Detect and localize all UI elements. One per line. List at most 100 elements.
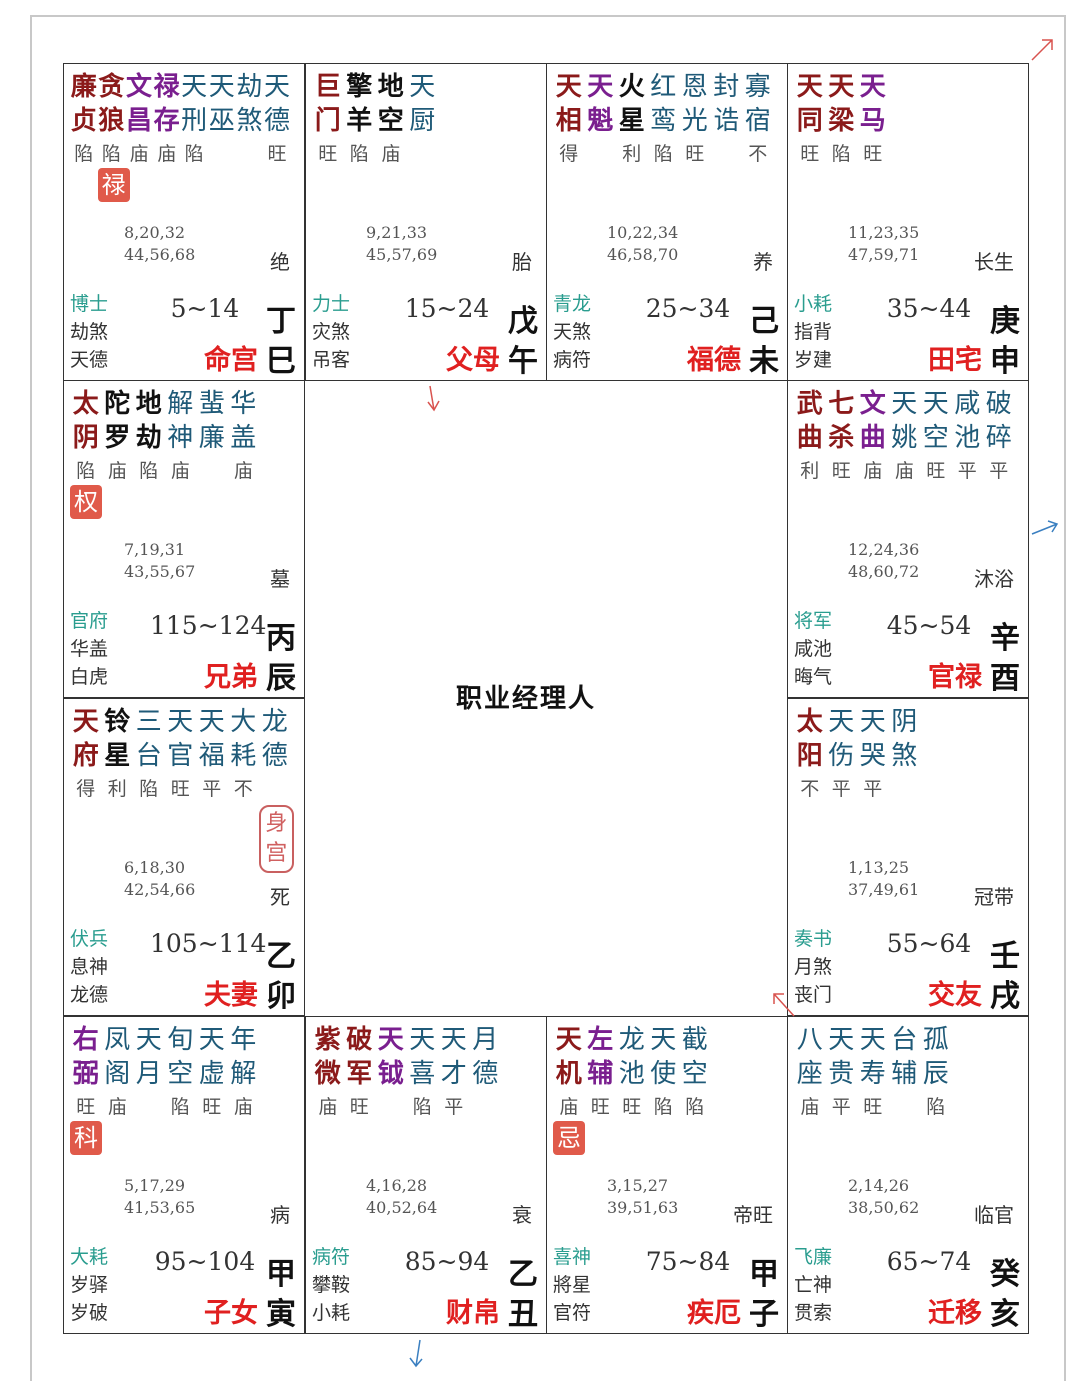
- star-column: 大耗不: [228, 705, 260, 801]
- star-brightness: 陷: [653, 1096, 673, 1118]
- star-column: 天姚庙: [889, 387, 921, 483]
- star-name: 破碎: [985, 389, 1012, 453]
- star-name: 旬空: [167, 1025, 194, 1089]
- page-frame: [30, 15, 1066, 1381]
- star-brightness: 旺: [349, 1096, 369, 1118]
- boshi-star: 小耗: [794, 293, 833, 315]
- star-column: 年解庙: [228, 1023, 260, 1119]
- star-name: 天贵: [828, 1025, 855, 1089]
- decade-range: 95~104: [154, 1247, 256, 1276]
- growth-stage: 墓: [270, 567, 290, 591]
- star-list: 巨门旺擎羊陷地空庙天厨: [312, 70, 438, 166]
- star-name: 截空: [681, 1025, 708, 1089]
- palace-name: 夫妻: [204, 980, 258, 1011]
- star-column: 天才平: [438, 1023, 470, 1119]
- age-line: 48,60,72: [848, 562, 920, 581]
- boshi-star: 大耗: [70, 1246, 109, 1268]
- growth-stage: 长生: [974, 250, 1014, 274]
- star-column: 封诰: [711, 70, 743, 166]
- earthly-branch: 丑: [508, 1297, 538, 1332]
- age-line: 9,21,33: [366, 223, 428, 242]
- palace-name: 财帛: [446, 1298, 500, 1329]
- star-brightness: 庙: [863, 460, 883, 482]
- earthly-branch: 申: [990, 344, 1020, 379]
- star-brightness: 旺: [863, 1096, 883, 1118]
- decade-range: 75~84: [645, 1247, 731, 1276]
- star-brightness: 不: [800, 778, 820, 800]
- star-brightness: 陷: [349, 143, 369, 165]
- star-name: 天官: [167, 707, 194, 771]
- decade-range: 105~114: [150, 929, 267, 958]
- star-brightness: 陷: [101, 143, 121, 165]
- star-column: 陀罗庙: [102, 387, 134, 483]
- jiangqian-star: 晦气: [794, 666, 833, 688]
- heavenly-stem: 甲: [749, 1257, 779, 1292]
- star-brightness: 庙: [157, 143, 177, 165]
- star-brightness: 得: [559, 143, 579, 165]
- decade-range: 5~14: [170, 294, 240, 323]
- star-name: 天府: [72, 707, 99, 771]
- star-column: 截空陷: [679, 1023, 711, 1119]
- star-brightness: 陷: [685, 1096, 705, 1118]
- age-line: 11,23,35: [848, 223, 920, 242]
- heavenly-stem: 戊: [508, 304, 538, 339]
- star-brightness: 陷: [831, 143, 851, 165]
- star-list: 右弼旺凤阁庙天月旬空陷天虚旺年解庙: [70, 1023, 259, 1119]
- star-name: 封诰: [713, 72, 740, 136]
- star-column: 龙德: [259, 705, 291, 801]
- jiangqian-star: 病符: [553, 349, 592, 371]
- suiqian-star: 將星: [553, 1274, 592, 1296]
- star-name: 铃星: [104, 707, 131, 771]
- heavenly-stem: 乙: [508, 1257, 538, 1292]
- palace-name: 命宫: [204, 345, 258, 376]
- star-brightness: 利: [107, 778, 127, 800]
- star-brightness: 陷: [74, 143, 94, 165]
- star-name: 文曲: [859, 389, 886, 453]
- star-name: 文昌: [125, 72, 152, 136]
- star-name: 天虚: [198, 1025, 225, 1089]
- body-palace-badge: 身宫: [258, 805, 294, 873]
- star-name: 天喜: [409, 1025, 436, 1089]
- age-line: 7,19,31: [124, 540, 186, 559]
- jiangqian-star: 天德: [70, 349, 109, 371]
- age-line: 42,54,66: [124, 880, 196, 899]
- star-name: 龙德: [261, 707, 288, 771]
- star-brightness: 旺: [318, 143, 338, 165]
- star-column: 巨门旺: [312, 70, 344, 166]
- earthly-branch: 卯: [266, 979, 296, 1014]
- star-name: 天月: [135, 1025, 162, 1089]
- star-column: 天福平: [196, 705, 228, 801]
- age-line: 46,58,70: [607, 245, 679, 264]
- star-brightness: 旺: [863, 143, 883, 165]
- boshi-star: 喜神: [553, 1246, 592, 1268]
- earthly-branch: 未: [749, 344, 779, 379]
- star-column: 紫微庙: [312, 1023, 344, 1119]
- star-column: 恩光旺: [679, 70, 711, 166]
- star-brightness: 陷: [653, 143, 673, 165]
- palace-name: 父母: [446, 345, 500, 376]
- jiangqian-star: 白虎: [70, 666, 109, 688]
- star-column: 八座庙: [794, 1023, 826, 1119]
- star-column: 地空庙: [375, 70, 407, 166]
- star-column: 天月: [133, 1023, 165, 1119]
- star-name: 天姚: [891, 389, 918, 453]
- jiangqian-star: 小耗: [312, 1302, 351, 1324]
- suiqian-star: 指背: [794, 321, 833, 343]
- growth-stage: 冠带: [974, 885, 1014, 909]
